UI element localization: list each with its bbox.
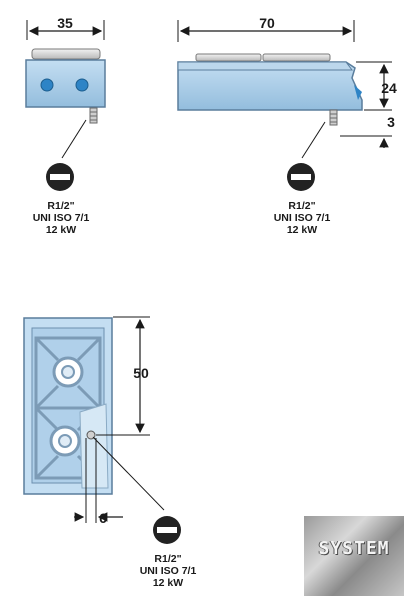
- dim-depth-label: 50: [133, 365, 149, 381]
- dim-width-label: 70: [259, 15, 275, 31]
- gas-standard: UNI ISO 7/1: [32, 212, 90, 224]
- gas-symbol-bar: [50, 174, 70, 180]
- front-view: 35: [25, 15, 106, 191]
- dim-height-label: 24: [381, 80, 397, 96]
- gas-standard: UNI ISO 7/1: [273, 212, 331, 224]
- knob-icon: [40, 78, 54, 92]
- appliance-body: [25, 59, 106, 108]
- leader-line: [92, 436, 165, 511]
- dim-foot-label: 3: [387, 114, 395, 130]
- gas-thread: R1/2": [47, 200, 75, 212]
- side-view: 70 24 3: [177, 15, 397, 191]
- gas-connection-label: R1/2" UNI ISO 7/1 12 kW: [16, 200, 106, 236]
- gas-thread: R1/2": [154, 553, 182, 565]
- knob-icon: [354, 85, 362, 100]
- dim-offset-label: 6: [99, 510, 107, 526]
- appliance-rim: [177, 61, 353, 71]
- dim-width-label: 35: [57, 15, 73, 31]
- burner-top: [262, 53, 331, 62]
- system-logo: SYSTEM: [304, 516, 404, 596]
- top-view: 50 6: [23, 316, 181, 544]
- burner-top: [31, 48, 101, 60]
- logo-text: SYSTEM: [318, 538, 390, 559]
- knob-icon: [75, 78, 89, 92]
- gas-connection-label: R1/2" UNI ISO 7/1 12 kW: [123, 553, 213, 589]
- leader-line: [301, 121, 326, 159]
- burner-top: [195, 53, 262, 62]
- gas-standard: UNI ISO 7/1: [139, 565, 197, 577]
- gas-power: 12 kW: [45, 224, 77, 236]
- gas-symbol-bar: [157, 527, 177, 533]
- burner-icon: [52, 356, 84, 388]
- gas-thread: R1/2": [288, 200, 316, 212]
- gas-power: 12 kW: [152, 577, 184, 589]
- gas-symbol-bar: [291, 174, 311, 180]
- gas-power: 12 kW: [286, 224, 318, 236]
- burner-icon: [49, 425, 81, 457]
- control-panel: [79, 403, 109, 489]
- leader-line: [61, 119, 87, 159]
- gas-connection-label: R1/2" UNI ISO 7/1 12 kW: [257, 200, 347, 236]
